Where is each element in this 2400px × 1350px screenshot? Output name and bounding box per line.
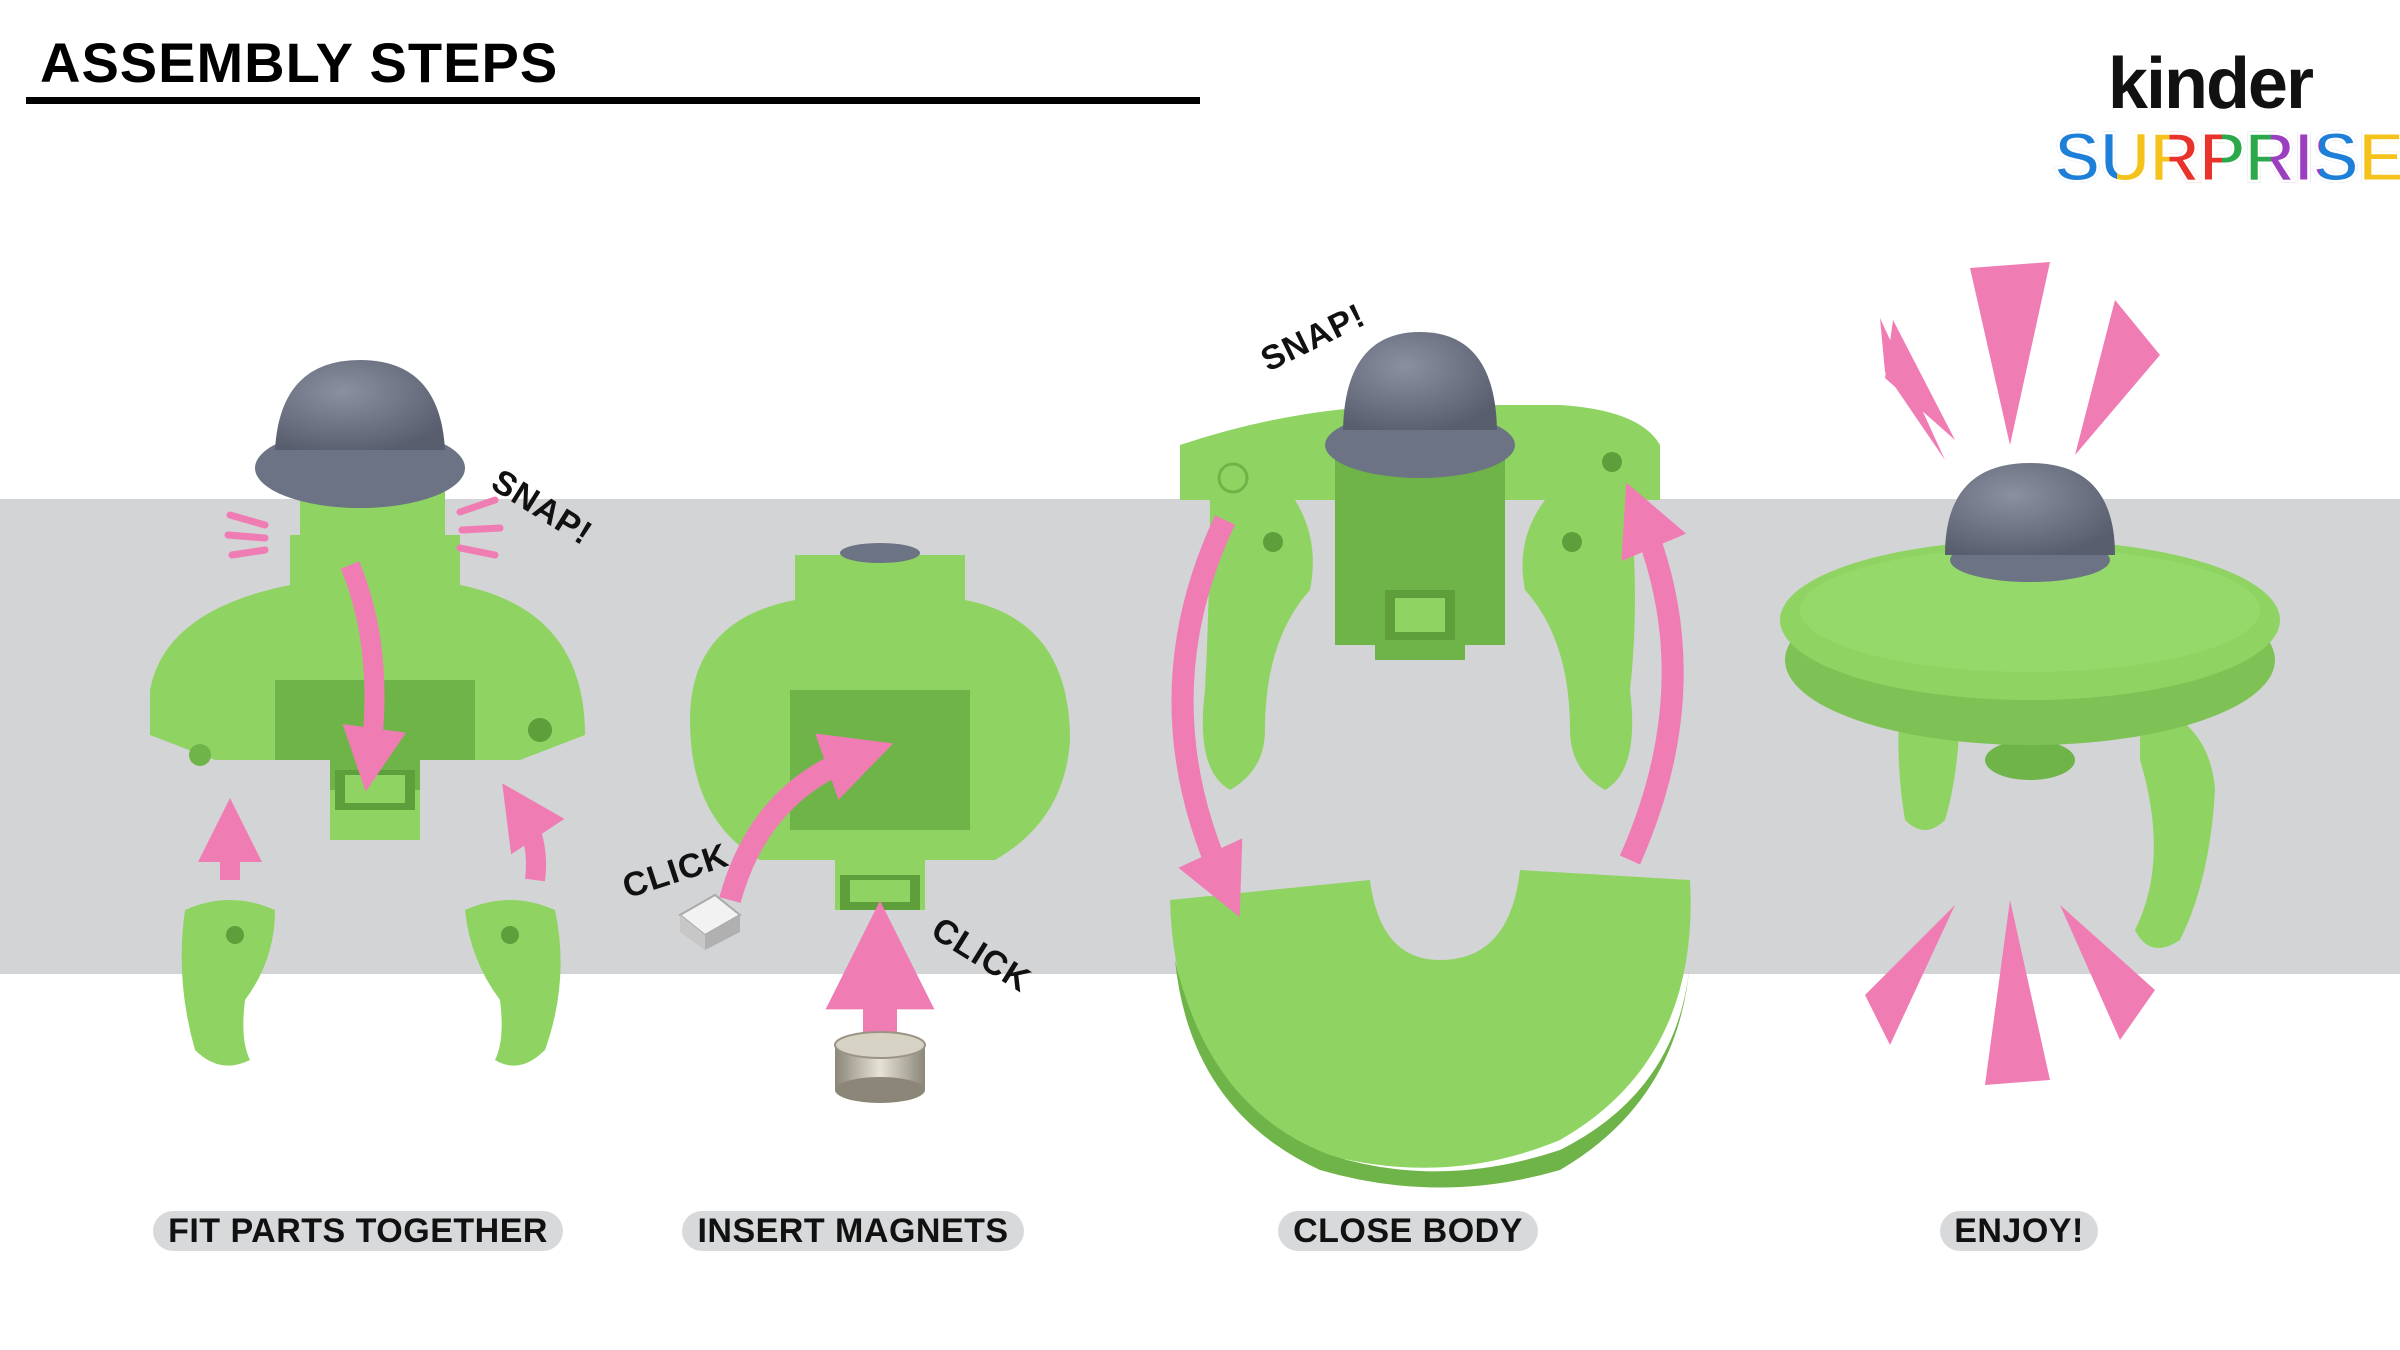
step-label-fit-parts: FIT PARTS TOGETHER <box>153 1211 563 1251</box>
kinder-surprise-logo: kinder SURPRISE <box>2050 44 2400 206</box>
cube-magnet-icon <box>678 893 742 950</box>
leg-right <box>2135 700 2215 948</box>
step-label-insert-magnets: INSERT MAGNETS <box>682 1211 1024 1251</box>
cap-icon <box>1945 463 2115 555</box>
step4-illustration <box>1780 262 2280 1085</box>
title-underline <box>26 97 1200 104</box>
bottom-shell <box>1170 870 1691 1168</box>
step-label-enjoy: ENJOY! <box>1940 1211 2098 1251</box>
logo-kinder-text: kinder <box>2107 44 2314 124</box>
logo-surprise-text: SURPRISE <box>2053 121 2400 194</box>
cap-icon <box>1343 332 1497 430</box>
cap-icon <box>275 360 445 450</box>
step2-illustration <box>678 543 1070 1103</box>
step1-illustration <box>150 360 585 1066</box>
leg-left <box>181 900 275 1066</box>
step3-illustration <box>1170 332 1691 1188</box>
step-label-close-body: CLOSE BODY <box>1278 1211 1538 1251</box>
sparkle-burst-icon <box>1865 262 2160 1085</box>
page-title: ASSEMBLY STEPS <box>40 31 559 94</box>
leg-right <box>465 900 561 1066</box>
disc-magnet-icon <box>834 1031 926 1103</box>
